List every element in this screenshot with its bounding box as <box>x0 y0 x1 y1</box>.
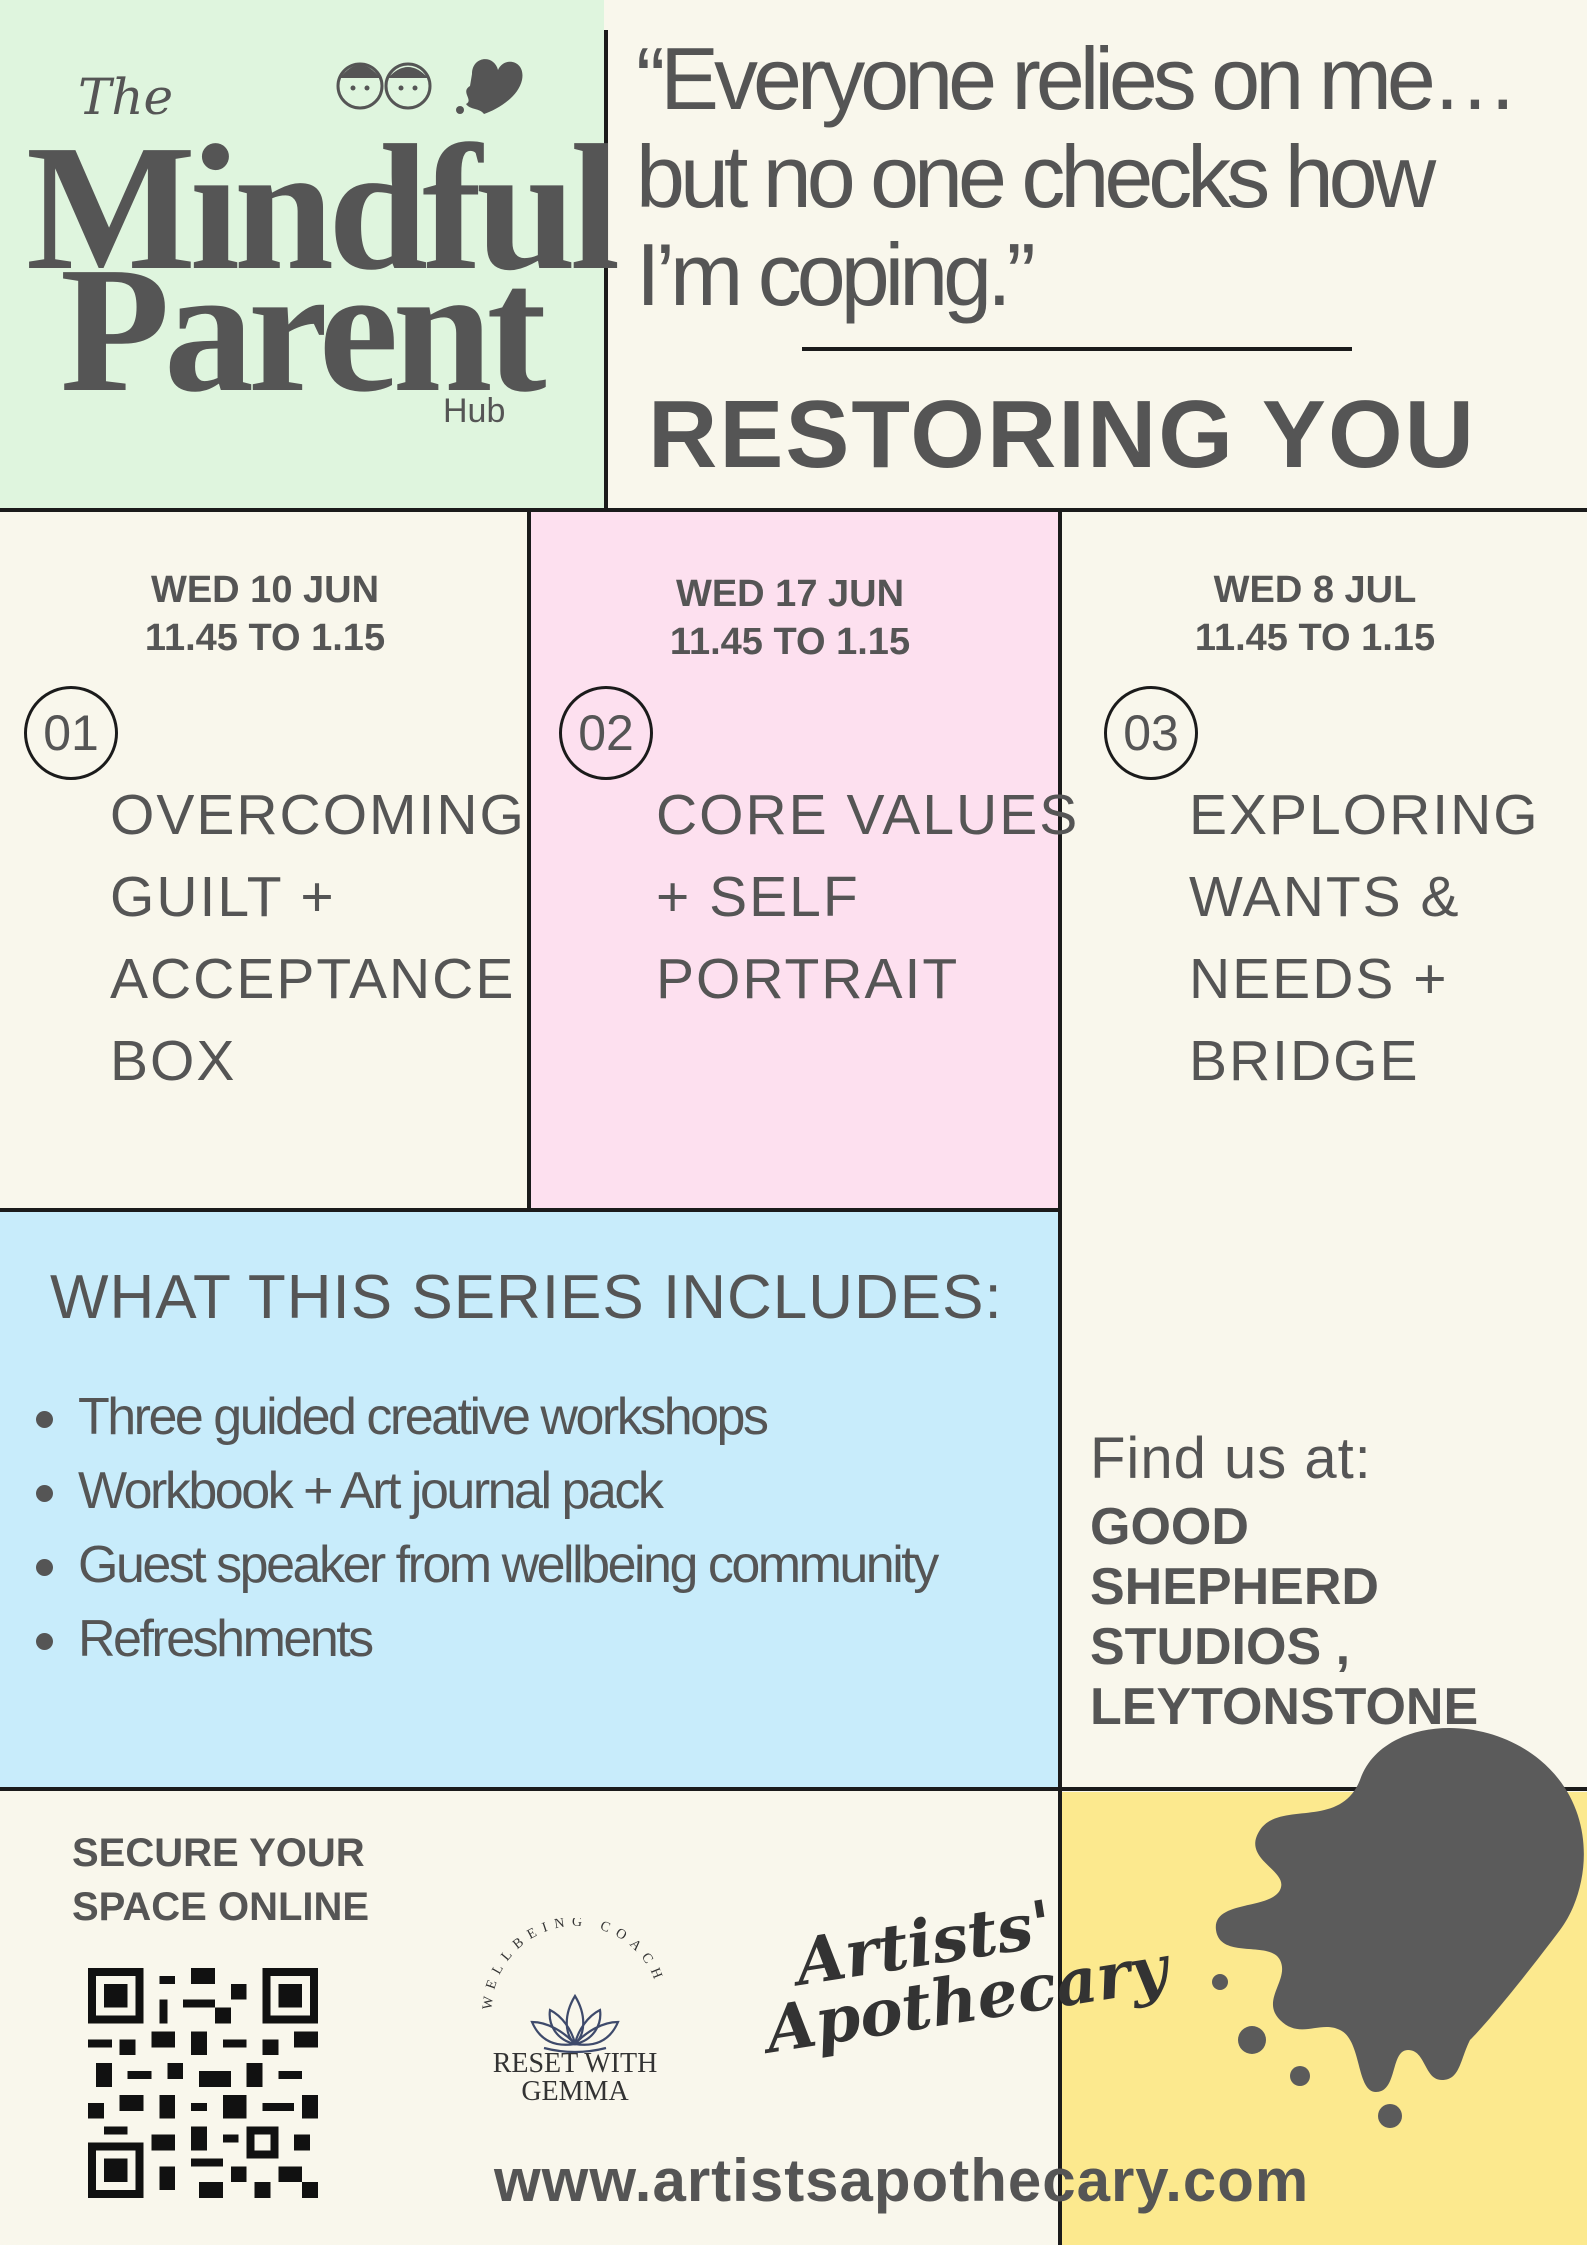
quote-line: but no one checks how <box>636 127 1436 226</box>
title-line: + SELF <box>656 865 860 929</box>
session-date: WED 17 JUN <box>675 573 905 615</box>
session-2-number: 02 <box>559 686 653 780</box>
title-line: OVERCOMING <box>110 783 526 847</box>
divider <box>1058 508 1062 2245</box>
logo-hub: Hub <box>443 392 506 430</box>
session-1-datetime: WED 10 JUN 11.45 TO 1.15 <box>100 566 430 662</box>
session-date: WED 8 JUL <box>1213 569 1417 611</box>
title-line: ACCEPTANCE <box>110 947 516 1011</box>
logo-parent: Parent <box>60 230 547 429</box>
logo-line: GEMMA <box>521 2076 629 2107</box>
logo-line: RESET WITH <box>492 2048 658 2079</box>
title-line: BOX <box>110 1029 237 1093</box>
session-1-number: 01 <box>24 686 118 780</box>
quote-line: “Everyone relies on me… <box>636 29 1519 128</box>
booking-callout: SECURE YOUR SPACE ONLINE <box>72 1826 369 1934</box>
heart-blob-icon <box>1212 1727 1584 2128</box>
session-3-number: 03 <box>1104 686 1198 780</box>
venue-line: STUDIOS , <box>1090 1618 1351 1676</box>
website-link[interactable]: www.artistsapothecary.com <box>494 2147 1310 2214</box>
location-venue: GOOD SHEPHERD STUDIOS , LEYTONSTONE <box>1090 1497 1478 1737</box>
session-date: WED 10 JUN <box>150 569 380 611</box>
title-line: NEEDS + <box>1189 947 1449 1011</box>
venue-line: GOOD <box>1090 1498 1249 1556</box>
divider <box>604 30 608 508</box>
includes-heading: WHAT THIS SERIES INCLUDES: <box>50 1263 1003 1332</box>
title-line: EXPLORING <box>1189 783 1540 847</box>
children-hearts-icon <box>336 59 523 114</box>
divider <box>527 508 531 1211</box>
title-line: WANTS & <box>1189 865 1461 929</box>
booking-line: SECURE YOUR <box>72 1831 365 1875</box>
list-item: Guest speaker from wellbeing community <box>26 1528 1046 1602</box>
session-1-title: OVERCOMING GUILT + ACCEPTANCE BOX <box>110 774 526 1102</box>
session-2-panel <box>530 511 1060 1209</box>
title-line: GUILT + <box>110 865 336 929</box>
title-line: PORTRAIT <box>656 947 960 1011</box>
session-time: 11.45 TO 1.15 <box>1194 617 1436 659</box>
divider <box>0 508 1587 512</box>
list-item: Workbook + Art journal pack <box>26 1454 1046 1528</box>
reset-with-gemma-name: RESET WITH GEMMA <box>470 2050 680 2106</box>
logo-mindful: Mindful <box>26 108 620 307</box>
header-quote: “Everyone relies on me… but no one check… <box>636 30 1566 324</box>
quote-underline <box>802 347 1352 351</box>
venue-line: LEYTONSTONE <box>1090 1678 1479 1736</box>
session-3-title: EXPLORING WANTS & NEEDS + BRIDGE <box>1189 774 1540 1102</box>
qr-code[interactable] <box>88 1968 318 2198</box>
includes-panel <box>0 1212 1060 1787</box>
session-2-datetime: WED 17 JUN 11.45 TO 1.15 <box>625 570 955 666</box>
session-2-title: CORE VALUES + SELF PORTRAIT <box>656 774 1079 1020</box>
divider <box>0 1787 1587 1791</box>
location-label: Find us at: <box>1090 1426 1372 1491</box>
venue-line: SHEPHERD <box>1090 1558 1379 1616</box>
divider <box>0 1208 1060 1212</box>
title-line: CORE VALUES <box>656 783 1080 847</box>
reset-with-gemma-logo: WELLBEING COACH <box>480 1918 660 2054</box>
series-title: RESTORING YOU <box>648 381 1476 488</box>
list-item: Three guided creative workshops <box>26 1380 1046 1454</box>
logo-the: The <box>78 68 174 126</box>
session-time: 11.45 TO 1.15 <box>669 621 911 663</box>
booking-line: SPACE ONLINE <box>72 1885 370 1929</box>
session-time: 11.45 TO 1.15 <box>144 617 386 659</box>
list-item: Refreshments <box>26 1602 1046 1676</box>
quote-line: I’m coping.” <box>636 225 1036 324</box>
includes-list: Three guided creative workshops Workbook… <box>26 1380 1046 1676</box>
title-line: BRIDGE <box>1189 1029 1420 1093</box>
session-3-datetime: WED 8 JUL 11.45 TO 1.15 <box>1150 566 1480 662</box>
